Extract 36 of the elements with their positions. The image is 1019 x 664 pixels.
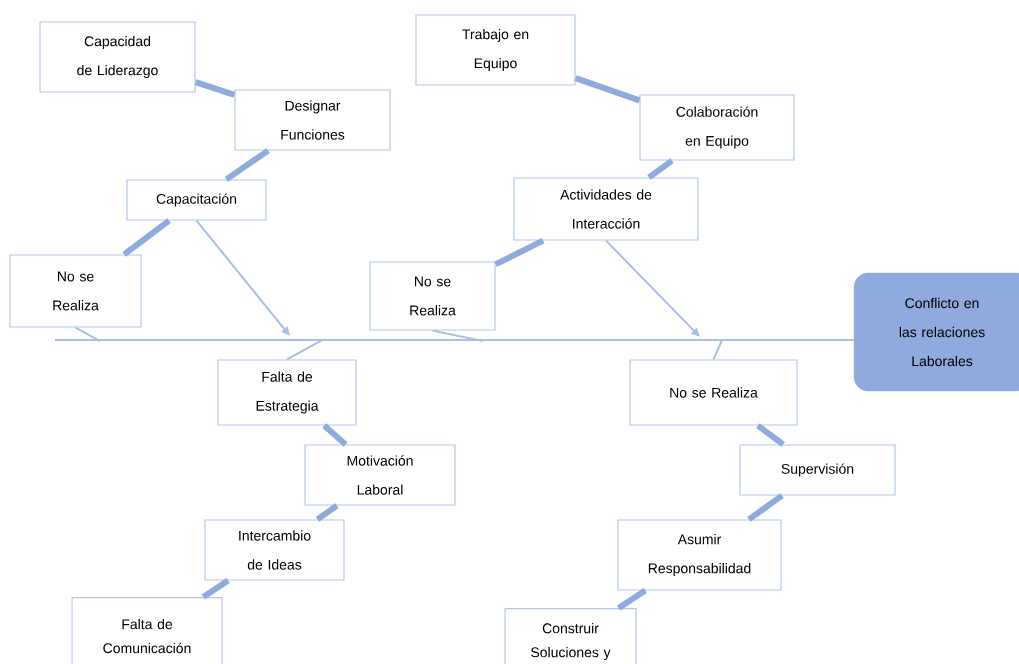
connector-line bbox=[617, 588, 647, 611]
connector-line bbox=[494, 237, 545, 268]
cause-box: Falta de Estrategia bbox=[217, 359, 357, 426]
connector-line bbox=[712, 339, 723, 361]
spine-line bbox=[54, 339, 855, 341]
connector-line bbox=[574, 75, 641, 104]
connector-line bbox=[201, 578, 230, 600]
cause-box: No se Realiza bbox=[9, 254, 142, 328]
cause-box: Supervisión bbox=[739, 444, 896, 496]
cause-box: Construir Soluciones y bbox=[504, 608, 637, 664]
cause-box: Colaboración en Equipo bbox=[639, 94, 795, 161]
connector-line bbox=[747, 493, 784, 522]
cause-box: Capacidad de Liderazgo bbox=[39, 21, 196, 93]
cause-box: Capacitación bbox=[126, 179, 267, 221]
connector-line bbox=[756, 423, 785, 447]
connector-line bbox=[647, 158, 674, 180]
cause-box: Falta de Comunicación bbox=[71, 597, 223, 664]
cause-box: Actividades de Interacción bbox=[513, 177, 699, 241]
connector-line bbox=[322, 423, 348, 447]
connector-line bbox=[74, 326, 101, 342]
arrow bbox=[195, 219, 290, 336]
connector-line bbox=[122, 218, 171, 257]
cause-box: Motivación Laboral bbox=[304, 444, 456, 506]
connector-line bbox=[194, 79, 236, 98]
effect-box: Conflicto en las relaciones Laborales bbox=[853, 272, 1019, 392]
cause-box: Trabajo en Equipo bbox=[415, 14, 576, 86]
cause-box: No se Realiza bbox=[629, 359, 798, 426]
connector-line bbox=[431, 329, 484, 342]
connector-line bbox=[286, 339, 323, 361]
arrow bbox=[605, 239, 700, 337]
connector-line bbox=[224, 148, 270, 182]
cause-box: Designar Funciones bbox=[234, 89, 391, 151]
connector-line bbox=[315, 503, 339, 522]
cause-box: Asumir Responsabilidad bbox=[617, 519, 782, 591]
cause-box: No se Realiza bbox=[369, 261, 496, 331]
cause-box: Intercambio de Ideas bbox=[204, 519, 345, 581]
